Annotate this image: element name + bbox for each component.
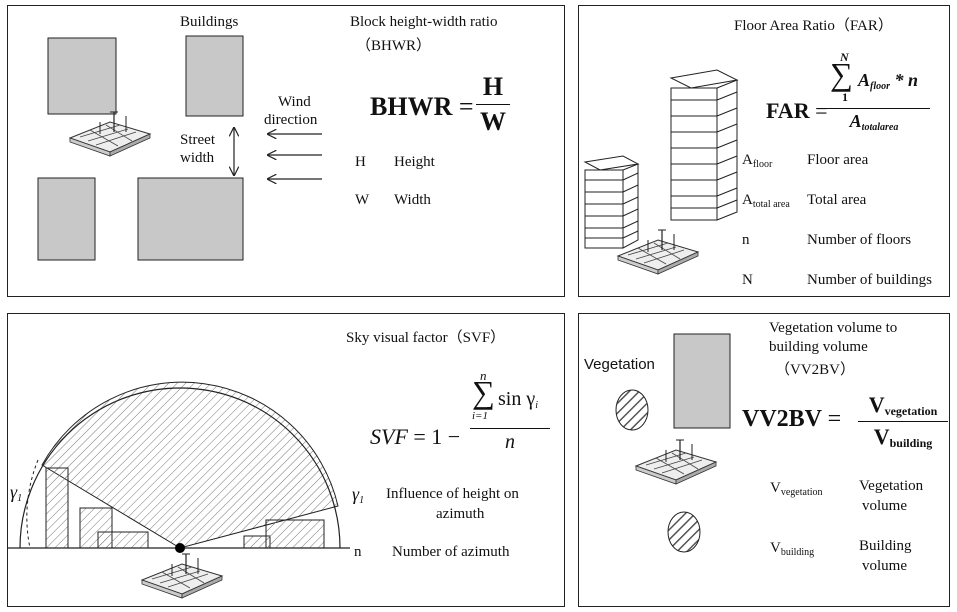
wind-label-line1: Wind: [278, 94, 311, 110]
svf-graphics: [8, 381, 350, 599]
building-block: [673, 333, 731, 429]
vv2bv-legend-bld-symbol: Vbuilding: [770, 540, 815, 558]
observer-point: [175, 543, 185, 553]
weather-station-icon: [69, 111, 151, 157]
vv2bv-legend-veg-line1: Vegetation: [859, 478, 924, 494]
svf-gamma-label: γ1: [10, 482, 23, 504]
vegetation-label: Vegetation: [584, 356, 655, 373]
hemisphere-arc: [19, 387, 341, 549]
bhwr-legend-w-meaning: Width: [394, 192, 431, 208]
vv2bv-graphics: [615, 333, 731, 553]
far-sum-lower: 1: [842, 90, 848, 104]
building-top-left: [47, 37, 117, 115]
svf-legend-n-symbol: n: [354, 544, 362, 560]
bhwr-legend-w-symbol: W: [355, 192, 370, 208]
wind-label-line2: direction: [264, 112, 318, 128]
svf-formula-fraction: n ∑ i=1 sin γi n: [470, 368, 550, 454]
bhwr-formula-fraction: H W: [476, 72, 510, 137]
svf-sum-upper: n: [480, 368, 487, 383]
short-building-stack: [583, 155, 640, 249]
weather-station-icon-vv2bv: [635, 439, 717, 485]
tall-building-stack: [669, 69, 739, 221]
svf-title: Sky visual factor（SVF）: [346, 330, 506, 346]
weather-station-icon-svf: [141, 553, 223, 599]
bhwr-legend-h-symbol: H: [355, 154, 366, 170]
vv2bv-legend-bld-line1: Building: [859, 538, 912, 554]
svf-legend-n-meaning: Number of azimuth: [392, 544, 510, 560]
svf-sum-lower: i=1: [472, 410, 488, 422]
svf-legend-gamma-line1: Influence of height on: [386, 486, 519, 502]
far-legend-total-symbol: Atotal area: [742, 192, 790, 210]
bhwr-formula-lhs: BHWR =: [370, 92, 474, 121]
svf-building-1: [45, 467, 69, 549]
vv2bv-formula-lhs: VV2BV =: [742, 406, 842, 432]
far-sum-symbol: ∑: [830, 56, 853, 92]
vv2bv-legend-veg-symbol: Vvegetation: [770, 480, 823, 498]
street-label-line2: width: [180, 150, 215, 166]
svf-building-3: [97, 531, 149, 549]
building-bottom-left: [37, 177, 96, 261]
far-title: Floor Area Ratio（FAR）: [734, 18, 893, 34]
bhwr-graphics: [37, 35, 322, 261]
far-legend-n-symbol: n: [742, 232, 750, 248]
far-formula-lhs: FAR =: [766, 98, 828, 123]
vegetation-ellipse-2: [667, 511, 701, 553]
far-formula-fraction: N ∑ 1 Afloor * n Atotalarea: [818, 50, 930, 133]
far-legend-n-meaning: Number of floors: [807, 232, 912, 248]
vv2bv-legend-bld-line2: volume: [862, 558, 907, 574]
street-label-line1: Street: [180, 132, 215, 148]
svf-legend-gamma-line2: azimuth: [436, 506, 485, 522]
svf-formula-lhs: SVF = 1 −: [370, 424, 461, 449]
far-legend-N-meaning: Number of buildings: [807, 272, 932, 288]
far-legend-floor-symbol: Afloor: [742, 152, 773, 170]
panel-vv2bv: [578, 313, 950, 607]
vv2bv-title-line2: building volume: [769, 339, 868, 355]
bhwr-legend-h-meaning: Height: [394, 154, 435, 170]
vv2bv-formula-fraction: Vvegetation Vbuilding: [858, 392, 948, 451]
far-legend-N-symbol: N: [742, 272, 753, 288]
buildings-label: Buildings: [180, 14, 239, 30]
bhwr-title-line2: （BHWR）: [356, 38, 432, 54]
svf-building-5: [265, 519, 325, 549]
far-legend-total-meaning: Total area: [807, 192, 867, 208]
building-bottom-right: [137, 177, 244, 261]
far-sum-upper: N: [840, 50, 849, 64]
building-top-right: [185, 35, 244, 117]
vv2bv-title-line1: Vegetation volume to: [769, 320, 898, 336]
vv2bv-legend-veg-line2: volume: [862, 498, 907, 514]
svf-legend-gamma-symbol: γ1: [352, 484, 365, 506]
gamma-arc: [26, 459, 39, 549]
bhwr-title-line1: Block height-width ratio: [350, 14, 498, 30]
svf-sum-symbol: ∑: [472, 374, 495, 410]
far-legend-floor-meaning: Floor area: [807, 152, 869, 168]
vv2bv-title-line3: （VV2BV）: [775, 362, 856, 378]
sky-sector: [41, 381, 339, 549]
vegetation-ellipse-1: [615, 389, 649, 431]
far-graphics: [583, 69, 739, 275]
